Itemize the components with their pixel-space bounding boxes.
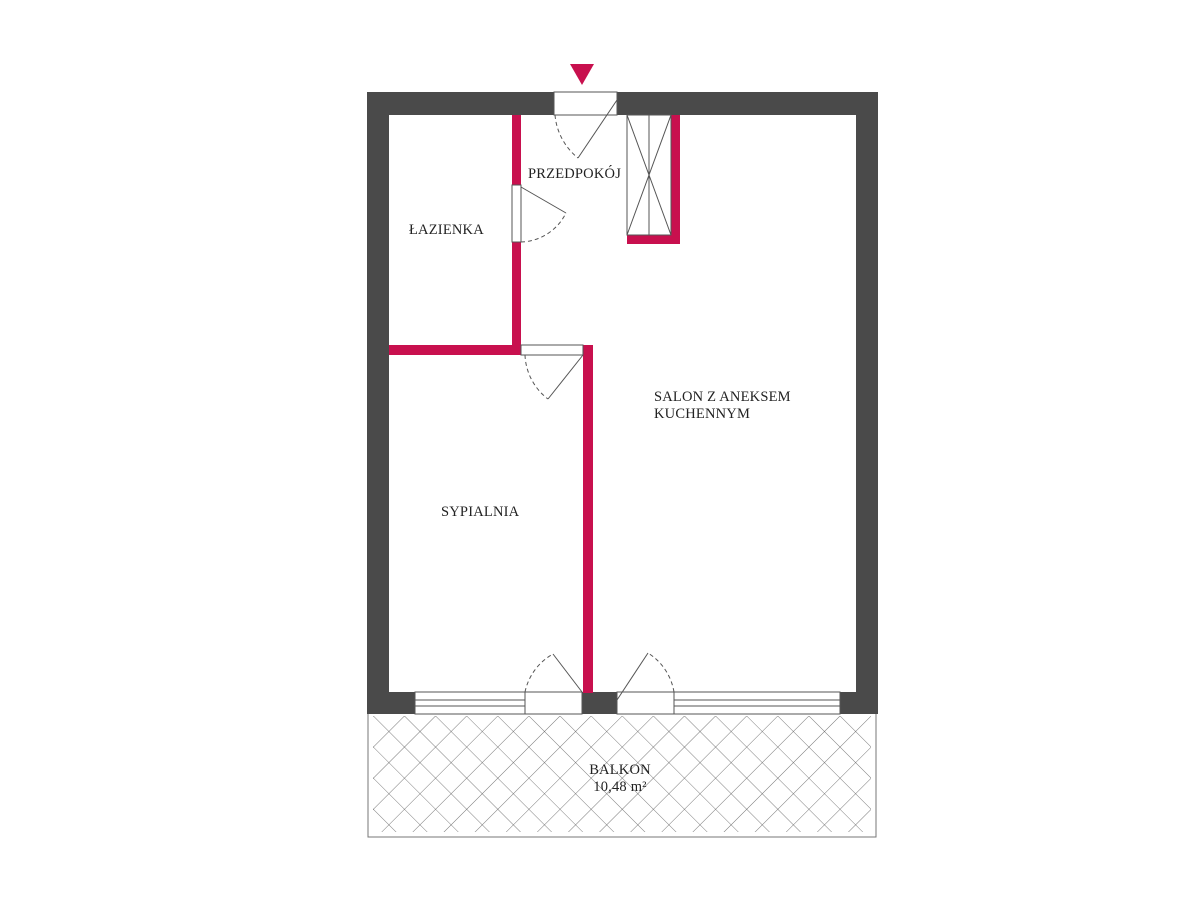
inner-wall-wardrobe-right [671,115,680,244]
room-label-salon-line1: SALON Z ANEKSEM [654,389,791,405]
balcony [367,712,877,838]
room-label-balkon: BALKON [589,762,651,778]
bathroom-door [511,184,567,243]
living-balcony-door [616,652,675,715]
living-window-frame [673,691,841,715]
entrance-door-frame [553,91,618,116]
bedroom-door [520,344,584,400]
outer-wall-top-right [617,92,878,115]
room-area-balkon: 10,48 m² [593,779,647,795]
inner-wall-wardrobe-bottom [627,235,680,244]
entrance-door-leaf [577,99,618,159]
room-label-przedpokoj: PRZEDPOKÓJ [528,165,621,182]
wardrobe [626,114,672,236]
bedroom-window [414,691,526,715]
outer-wall-right [856,92,878,714]
outer-walls [367,92,878,714]
entrance-door-swing [554,114,579,159]
inner-wall-bedroom-right [583,345,593,693]
living-balcony-door-leaf [616,652,649,701]
room-label-sypialnia: SYPIALNIA [441,504,520,520]
inner-wall-bedroom-top [389,345,521,355]
bedroom-door-leaf [547,354,584,400]
outer-wall-bottom-right-pier [840,692,878,714]
room-label-lazienka: ŁAZIENKA [409,222,484,238]
inner-wall-bathroom-lower [512,242,521,355]
living-balcony-door-frame [616,691,675,715]
bathroom-door-frame [511,184,522,243]
outer-wall-bottom-middle-pier [582,692,617,714]
bedroom-door-swing [524,354,549,400]
outer-wall-top-left [367,92,554,115]
bedroom-window-frame [414,691,526,715]
triangle-down-icon [570,64,594,85]
outer-wall-left [367,92,389,714]
inner-wall-bathroom-upper [512,115,521,185]
bedroom-door-frame [520,344,584,356]
bedroom-balcony-door-frame [524,691,583,715]
living-balcony-door-swing [647,652,675,693]
outer-wall-bottom-left-pier [367,692,415,714]
bathroom-door-leaf [520,186,567,214]
bathroom-door-swing [520,212,567,243]
living-window [673,691,841,715]
room-label-salon-line2: KUCHENNYM [654,406,750,422]
inner-walls [389,115,680,693]
entrance-door [553,91,618,159]
balcony-floor-hatch [373,716,871,832]
bedroom-balcony-door [524,653,583,715]
bedroom-balcony-door-swing [524,653,554,693]
wardrobe-cross-2 [626,114,672,236]
bedroom-balcony-door-leaf [552,653,583,693]
